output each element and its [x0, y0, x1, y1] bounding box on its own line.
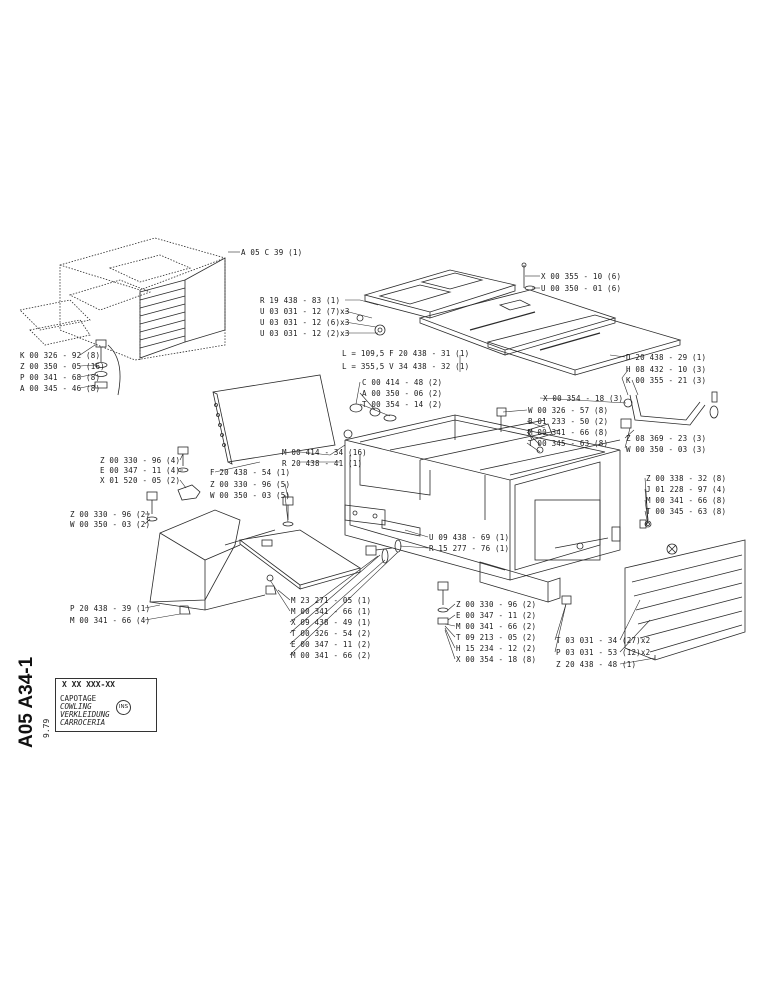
callout-x00355-10: X 00 355 - 10 (6): [541, 272, 622, 281]
callout-t00345-63-8a: T 00 345 - 63 (8): [528, 439, 609, 448]
callout-c00414-48: C 00 414 - 48 (2): [362, 378, 443, 387]
sheet-code: A05 A34-1: [16, 656, 37, 748]
callout-f20438-54: F 20 438 - 54 (1): [210, 468, 291, 477]
side-nut-set: [639, 519, 652, 529]
callout-z00330-96-2b: Z 00 330 - 96 (2): [456, 600, 537, 609]
callout-b01233-50: B 01 233 - 50 (2): [528, 417, 609, 426]
callout-w00350-03-5: W 00 350 - 03 (5): [210, 491, 291, 500]
callout-e00347-11-2b: E 00 347 - 11 (2): [456, 611, 537, 620]
callout-m00341-66-8a: M 00 341 - 66 (8): [528, 428, 609, 437]
callout-z00350-05: Z 00 350 - 05 (16): [20, 362, 105, 371]
callout-m00341-66-8b: M 00 341 - 66 (8): [646, 496, 727, 505]
callout-j01228-97: J 01 228 - 97 (4): [646, 485, 727, 494]
callout-m00414-34: M 00 414 - 34 (16): [282, 448, 367, 457]
callout-z08369-23: Z 08 369 - 23 (3): [626, 434, 707, 443]
callout-e00347-11-2a: E 00 347 - 11 (2): [291, 640, 372, 649]
side-sheet-panel: [212, 374, 336, 465]
main-frame-box: [344, 414, 621, 581]
hood-right-panel: [486, 314, 682, 376]
callout-u09438-69: U 09 438 - 69 (1): [429, 533, 510, 542]
callout-t03031-34: T 03 031 - 34 (27)x2: [556, 636, 651, 645]
title-en: COWLING: [60, 702, 92, 711]
ins-stamp: INS: [116, 700, 131, 715]
callout-x00354-18-8: X 00 354 - 18 (8): [456, 655, 537, 664]
louvered-side-panel: [624, 539, 746, 661]
part-number: X XX XXX-XX: [62, 680, 115, 689]
callout-k00355-21: K 00 355 - 21 (3): [626, 376, 707, 385]
callout-m00341-66-2a: M 00 341 - 66 (2): [291, 651, 372, 660]
callout-v34438-32: L = 355,5 V 34 438 - 32 (1): [342, 362, 470, 371]
callout-m00341-66-1: M 00 341 - 66 (1): [291, 607, 372, 616]
callout-m23271-05: M 23 271 - 05 (1): [291, 596, 372, 605]
callout-k00326-92: K 00 326 - 92 (8): [20, 351, 101, 360]
lower-hood-plate: [239, 529, 361, 590]
callout-p20438-39: P 20 438 - 39 (1): [70, 604, 151, 613]
callout-z00338-32: Z 00 338 - 32 (8): [646, 474, 727, 483]
callout-w00350-03-2: W 00 350 - 03 (2): [70, 520, 151, 529]
callout-f20438-31: L = 109,5 F 20 438 - 31 (1): [342, 349, 470, 358]
title-de: VERKLEIDUNG: [60, 710, 110, 719]
callout-u00350-01: U 00 350 - 01 (6): [541, 284, 622, 293]
callout-z00330-96-4: Z 00 330 - 96 (4): [100, 456, 181, 465]
callout-e00347-11-4: E 00 347 - 11 (4): [100, 466, 181, 475]
callout-u03031-12-2: U 03 031 - 12 (2)x3: [260, 329, 350, 338]
callout-x01520-05: X 01 520 - 05 (2): [100, 476, 181, 485]
frame-bottom-rail: [479, 561, 561, 603]
callout-p03031-53: P 03 031 - 53 (12)x2: [556, 648, 651, 657]
callout-x00354-18-3: X 00 354 - 18 (3): [543, 394, 624, 403]
callout-m00341-66-2b: M 00 341 - 66 (2): [456, 622, 537, 631]
callout-u03031-12-6: U 03 031 - 12 (6)x3: [260, 318, 350, 327]
frame-side-plate: [344, 504, 421, 537]
lower-hood-box: [149, 509, 276, 611]
handle-bar: [620, 391, 719, 429]
callout-m00341-66-4: M 00 341 - 66 (4): [70, 616, 151, 625]
callout-z00330-96-5: Z 00 330 - 96 (5): [210, 480, 291, 489]
fastener-stack-left: [94, 339, 121, 396]
callout-t00345-63-8b: T 00 345 - 63 (8): [646, 507, 727, 516]
callout-r19438-83: R 19 438 - 83 (1): [260, 296, 341, 305]
hood-middle-panel: [418, 289, 617, 356]
callout-r20438-41: R 20 438 - 41 (1): [282, 459, 363, 468]
callout-h15234-12: H 15 234 - 12 (2): [456, 644, 537, 653]
cowling-ghost-assembly: [19, 237, 226, 361]
callout-p00341-68: P 00 341 - 68 (8): [20, 373, 101, 382]
callout-t00326-54: T 00 326 - 54 (2): [291, 629, 372, 638]
callout-z20438-48: Z 20 438 - 48 (1): [556, 660, 637, 669]
callout-a05c39: A 05 C 39 (1): [241, 248, 303, 257]
callout-x09438-49: X 09 438 - 49 (1): [291, 618, 372, 627]
callout-t00354-14: T 00 354 - 14 (2): [362, 400, 443, 409]
frame-bushings: [343, 403, 553, 454]
callout-w00350-03-3: W 00 350 - 03 (3): [626, 445, 707, 454]
title-block: [55, 678, 157, 732]
callout-z00330-96-2a: Z 00 330 - 96 (2): [70, 510, 151, 519]
callout-h08432-10: H 08 432 - 10 (3): [626, 365, 707, 374]
cowling-louver-panel: [139, 257, 226, 359]
callout-t09213-05: T 09 213 - 05 (2): [456, 633, 537, 642]
leader-lines: [79, 251, 656, 665]
callout-a00350-06: A 00 350 - 06 (2): [362, 389, 443, 398]
title-es: CARROCERIA: [60, 718, 106, 727]
callout-u03031-12-7: U 03 031 - 12 (7)x3: [260, 307, 350, 316]
callout-a00345-46: A 00 345 - 46 (8): [20, 384, 101, 393]
title-fr: CAPOTAGE: [60, 694, 97, 703]
callout-d20438-29: D 20 438 - 29 (1): [626, 353, 707, 362]
sheet-date: 9.79: [42, 718, 51, 738]
callout-w00326-57: W 00 326 - 57 (8): [528, 406, 609, 415]
callout-r15277-76: R 15 277 - 76 (1): [429, 544, 510, 553]
